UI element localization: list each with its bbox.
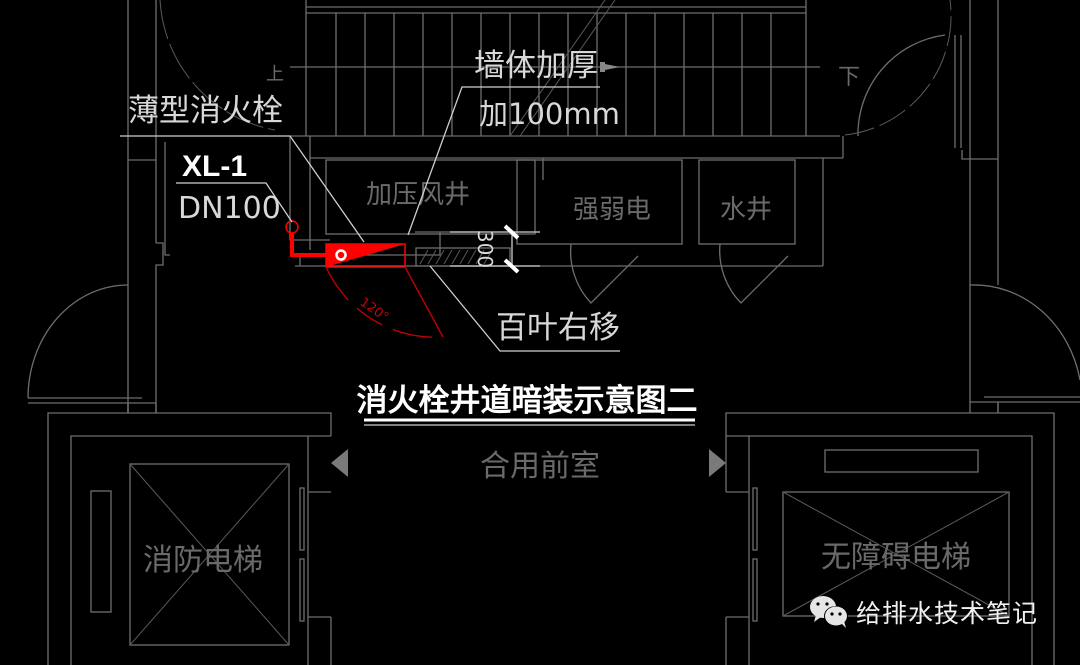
watermark-text: 给排水技术笔记 [856, 599, 1039, 628]
arrow-left-icon [331, 449, 348, 477]
pressurized-shaft [325, 159, 536, 235]
door-swings [27, 0, 1080, 399]
annotation-riser-size: DN100 [178, 191, 281, 226]
annotation-riser-id: XL-1 [182, 150, 247, 183]
watermark: 给排水技术笔记 [808, 594, 1038, 630]
arrow-right-icon [709, 449, 726, 477]
shafts: 300 加压风井 强弱电 水井 [289, 136, 844, 274]
room-label-water-shaft: 水井 [720, 195, 772, 225]
fire-elevator: 消防电梯 [47, 403, 332, 665]
dimension-300: 300 [473, 230, 497, 268]
electrical-shaft [516, 159, 683, 245]
room-label-pressurized-shaft: 加压风井 [366, 180, 470, 210]
fire-hydrant: 120° [285, 220, 444, 338]
stair: 上 下 [266, 0, 860, 137]
stair-down-label: 下 [838, 65, 860, 90]
annotation-louver-shift: 百叶右移 [496, 310, 620, 346]
water-shaft [698, 159, 796, 245]
annotation-wall-thickening: 墙体加厚 [474, 48, 598, 84]
riser-pipe-icon [285, 220, 299, 234]
leaders [120, 86, 620, 352]
building-walls [28, 0, 1080, 413]
room-label-fire-elevator: 消防电梯 [143, 543, 263, 578]
annotation-wall-add: 加100mm [479, 97, 620, 131]
hydrant-valve-icon [335, 249, 347, 261]
room-label-electrical-shaft: 强弱电 [573, 195, 651, 225]
annotation-hydrant-type: 薄型消火栓 [128, 93, 283, 129]
stair-up-label: 上 [266, 64, 284, 85]
drawing-title: 消火栓井道暗装示意图二 [357, 383, 698, 418]
wechat-icon [810, 596, 848, 628]
accessible-elevator: 无障碍电梯 [725, 402, 1055, 665]
room-label-accessible-elevator: 无障碍电梯 [821, 540, 971, 575]
room-label-lobby: 合用前室 [480, 449, 600, 484]
